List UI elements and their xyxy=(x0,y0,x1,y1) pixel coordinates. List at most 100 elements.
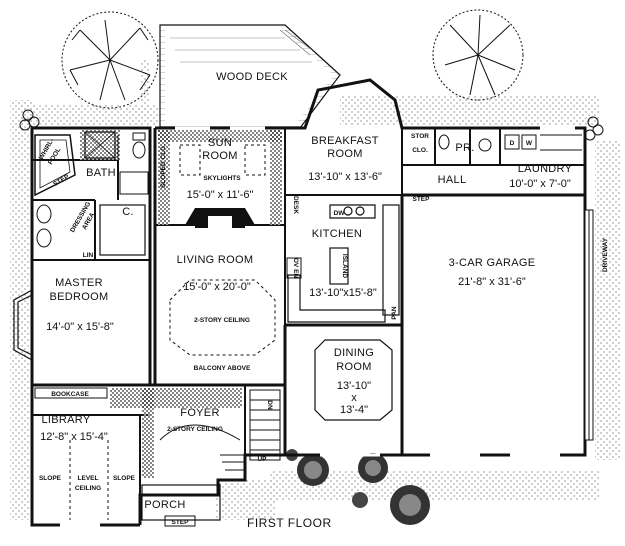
laundry-dim: 10'-0" x 7'-0" xyxy=(509,178,571,190)
kitchen-label: KITCHEN xyxy=(312,228,362,240)
shrub-1 xyxy=(297,454,329,486)
sun-room-label-1: SUN xyxy=(208,137,232,149)
linen-label: LIN xyxy=(83,252,94,259)
fireplace xyxy=(185,208,255,228)
foyer-label: FOYER xyxy=(180,407,219,419)
washer-label: W xyxy=(526,140,533,147)
foyer-note: 2-STORY CEILING xyxy=(167,426,223,433)
skylight-right xyxy=(244,144,266,176)
closet-label: C. xyxy=(122,206,134,218)
kitchen-dim: 13'-10"x15'-8" xyxy=(309,287,377,299)
library-level-1: LEVEL xyxy=(78,475,99,482)
desk-label: DESK xyxy=(292,196,299,214)
balcony-above-label: BALCONY ABOVE xyxy=(194,365,251,372)
master-bay-window-inner xyxy=(17,294,33,356)
garage-dim: 21'-8" x 31'-6" xyxy=(458,276,526,288)
kitchen-oven xyxy=(286,257,302,279)
landscape-stipple xyxy=(140,60,150,120)
sun-room-label-2: ROOM xyxy=(202,150,237,162)
bookcase-label: BOOKCASE xyxy=(51,391,89,398)
walk-in-closet xyxy=(99,204,146,256)
porch-label: PORCH xyxy=(144,499,185,511)
powder-room-fixtures xyxy=(438,134,492,152)
ground-stipple-left xyxy=(10,100,32,520)
foyer-floor-left xyxy=(142,388,154,478)
master-dim: 14'-0" x 15'-8" xyxy=(46,321,114,333)
ground-stipple-right-top xyxy=(340,95,600,125)
ground-stipple-bottom-left xyxy=(215,480,275,520)
ground-stipple-right xyxy=(595,140,620,460)
whirlpool-tub xyxy=(34,134,76,197)
floor-title: FIRST FLOOR xyxy=(247,516,332,530)
master-label-2: BEDROOM xyxy=(50,291,109,303)
stairs xyxy=(220,389,281,471)
toilet-bath xyxy=(132,132,146,159)
shrub-3 xyxy=(390,485,430,525)
dishwasher-label: DW xyxy=(334,210,346,217)
laundry-appliances xyxy=(504,134,582,151)
dressing-shelves xyxy=(36,204,52,248)
driveway-label: DRIVEWAY xyxy=(602,237,609,272)
living-room-note: 2-STORY CEILING xyxy=(194,317,250,324)
oven-label: OV EN xyxy=(292,258,299,279)
windows xyxy=(60,126,575,527)
bath-label: BATH xyxy=(86,167,116,179)
living-room-label: LIVING ROOM xyxy=(177,254,254,266)
dining-ceiling-octagon xyxy=(314,339,393,421)
master-bay-window xyxy=(13,289,33,361)
library-label: LIBRARY xyxy=(42,414,91,426)
master-label-1: MASTER xyxy=(55,277,103,289)
skylight-left xyxy=(179,144,201,176)
dining-label-1: DINING xyxy=(334,347,374,359)
hall-label: HALL xyxy=(438,174,467,186)
shrub-2 xyxy=(358,453,388,483)
powder-room-label: PR. xyxy=(455,142,474,154)
dryer-label: D xyxy=(510,140,515,147)
garage-doors xyxy=(584,209,594,441)
stairs-up-label: UP xyxy=(257,456,267,463)
breakfast-dim: 13'-10" x 13'-6" xyxy=(308,171,382,183)
porch-outline xyxy=(141,484,221,521)
sunroom-floor-pattern xyxy=(158,130,282,142)
dining-dim-1: 13'-10" xyxy=(337,380,371,392)
living-balcony-outline xyxy=(169,279,276,356)
stairs-down-label: DN xyxy=(266,400,273,410)
shower xyxy=(84,131,116,159)
sunroom-floor-left xyxy=(158,130,170,225)
tree-top-right xyxy=(432,9,524,101)
library-level-2: CEILING xyxy=(75,485,101,492)
library-slope-left: SLOPE xyxy=(39,475,62,482)
garage-label: 3-CAR GARAGE xyxy=(449,257,536,269)
pantry-label: PAN xyxy=(391,306,398,320)
dining-dim-x: x xyxy=(351,392,357,404)
sunroom-floor-right xyxy=(270,130,282,225)
library-dim: 12'-8" x 15'-4" xyxy=(40,431,108,443)
wood-deck xyxy=(159,24,341,129)
porch-step-label: STEP xyxy=(172,519,190,526)
foyer-floor-pattern xyxy=(110,388,242,408)
library-slope-right: SLOPE xyxy=(113,475,136,482)
island-label: ISLAND xyxy=(341,254,348,279)
garage-step-label: STEP xyxy=(413,196,431,203)
tree-top-left xyxy=(61,11,159,109)
wood-deck-label: WOOD DECK xyxy=(216,71,288,83)
bath-vanity xyxy=(119,171,149,195)
porch-step xyxy=(164,515,196,527)
kitchen-counters xyxy=(287,204,400,323)
stor-label: STOR xyxy=(411,133,429,140)
shrubs-small-right xyxy=(584,116,604,141)
laundry-label: LAUNDRY xyxy=(518,163,573,175)
living-room-dim: 15'-0" x 20'-0" xyxy=(183,281,251,293)
foyer-ceiling-arc xyxy=(159,424,241,441)
library-bookcase xyxy=(34,387,108,399)
bath-step-label: STEP xyxy=(52,173,71,188)
sun-room-note: SKYLIGHTS xyxy=(203,175,241,182)
breakfast-label-1: BREAKFAST xyxy=(311,135,379,147)
dining-label-2: ROOM xyxy=(336,361,371,373)
sloped-clg-label: SLOPED CLG. xyxy=(160,144,167,188)
sun-room-dim: 15'-0" x 11'-6" xyxy=(187,189,254,201)
clo-label: CLO. xyxy=(412,147,428,154)
interior-walls xyxy=(32,128,585,495)
breakfast-label-2: ROOM xyxy=(327,148,362,160)
